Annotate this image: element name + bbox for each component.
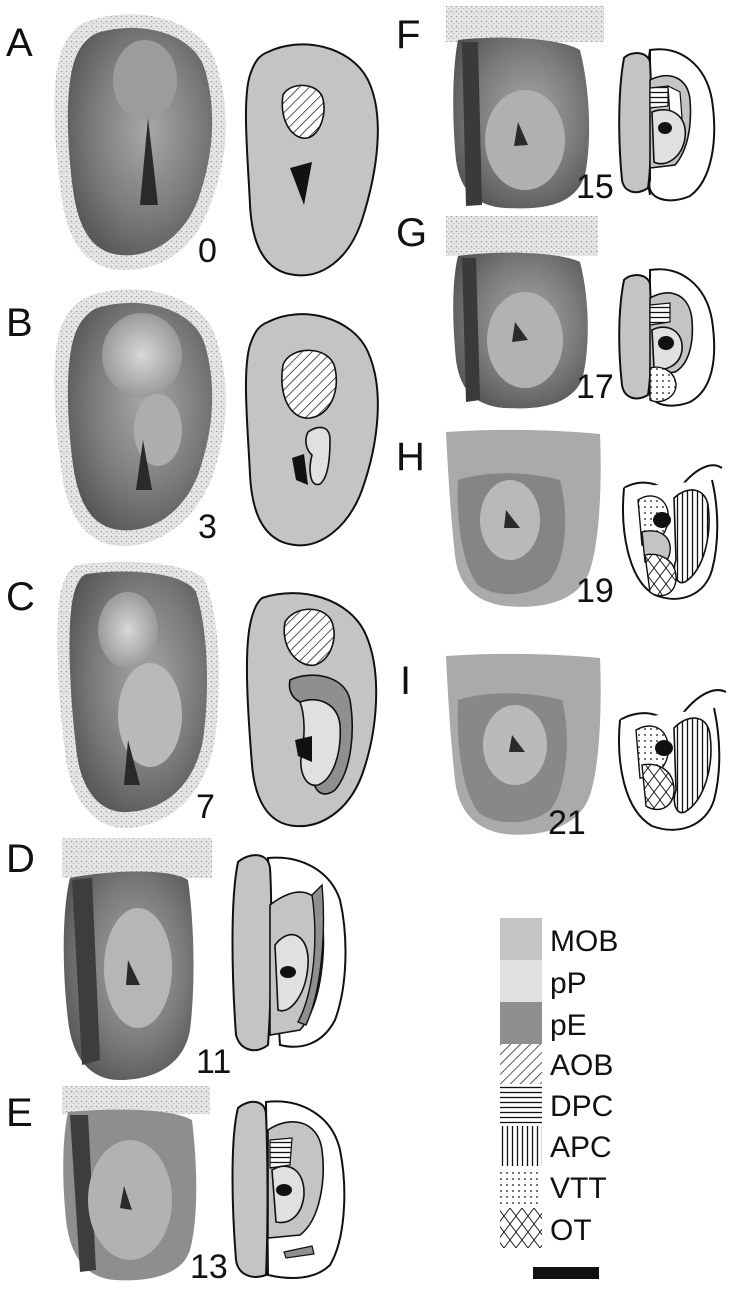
panel-b: B 3 <box>6 289 378 546</box>
panel-label: B <box>6 301 33 345</box>
legend: MOB pP pE AOB DPC APC VTT OT <box>500 918 618 1248</box>
panel-e: E 13 <box>6 1086 344 1286</box>
legend-swatch <box>500 960 542 1002</box>
legend-item-pp: pP <box>500 960 587 1002</box>
schematic-c <box>247 593 376 826</box>
panel-label: D <box>6 837 35 881</box>
legend-label: AOB <box>550 1049 613 1082</box>
panel-label: F <box>396 13 420 57</box>
micrograph-d <box>62 838 212 1080</box>
scale-bar <box>533 1267 599 1279</box>
schematic-d <box>233 855 346 1050</box>
legend-swatch <box>500 1002 542 1044</box>
panel-g: G 17 <box>396 211 714 408</box>
schematic-h <box>623 465 722 598</box>
legend-item-ot: OT <box>500 1208 592 1248</box>
section-number: 21 <box>548 804 586 842</box>
schematic-g <box>619 269 714 405</box>
panel-label: C <box>6 575 35 619</box>
legend-swatch <box>500 1086 542 1124</box>
section-number: 17 <box>576 368 614 406</box>
panel-c: C 7 <box>6 562 376 828</box>
legend-swatch <box>500 1168 542 1206</box>
section-number: 15 <box>576 168 614 206</box>
schematic-i <box>619 690 726 830</box>
panel-label: A <box>6 21 33 65</box>
legend-label: OT <box>550 1214 592 1247</box>
section-number: 11 <box>196 1043 231 1081</box>
schematic-b <box>246 314 378 545</box>
panel-i: I 21 <box>400 654 726 842</box>
legend-label: MOB <box>550 925 618 958</box>
section-number: 7 <box>196 788 215 826</box>
legend-item-dpc: DPC <box>500 1086 613 1124</box>
legend-label: pP <box>550 967 587 1000</box>
schematic-a <box>246 44 378 275</box>
panel-label: H <box>396 435 425 479</box>
schematic-f <box>619 49 714 200</box>
schematic-e <box>233 1101 345 1278</box>
legend-item-mob: MOB <box>500 918 618 960</box>
micrograph-e <box>62 1086 210 1280</box>
legend-label: APC <box>550 1131 612 1164</box>
section-number: 13 <box>190 1248 228 1286</box>
legend-item-aob: AOB <box>500 1044 613 1084</box>
panel-label: I <box>400 659 411 703</box>
micrograph-c <box>57 562 219 828</box>
legend-item-pe: pE <box>500 1002 587 1044</box>
panel-f: F 15 <box>396 6 714 208</box>
legend-swatch <box>500 1208 542 1248</box>
legend-item-apc: APC <box>500 1126 612 1166</box>
legend-label: VTT <box>550 1172 607 1205</box>
legend-swatch <box>500 918 542 960</box>
panel-a: A 0 <box>6 14 378 275</box>
legend-item-vtt: VTT <box>500 1168 607 1206</box>
section-number: 0 <box>198 232 217 270</box>
legend-swatch <box>500 1044 542 1084</box>
panel-d: D 11 <box>6 837 345 1081</box>
section-number: 3 <box>198 508 217 546</box>
section-number: 19 <box>576 572 614 610</box>
panel-h: H 19 <box>396 430 722 610</box>
panel-label: G <box>396 211 427 255</box>
legend-swatch <box>500 1126 542 1166</box>
legend-label: DPC <box>550 1090 613 1123</box>
legend-label: pE <box>550 1009 587 1042</box>
panel-label: E <box>6 1091 33 1135</box>
